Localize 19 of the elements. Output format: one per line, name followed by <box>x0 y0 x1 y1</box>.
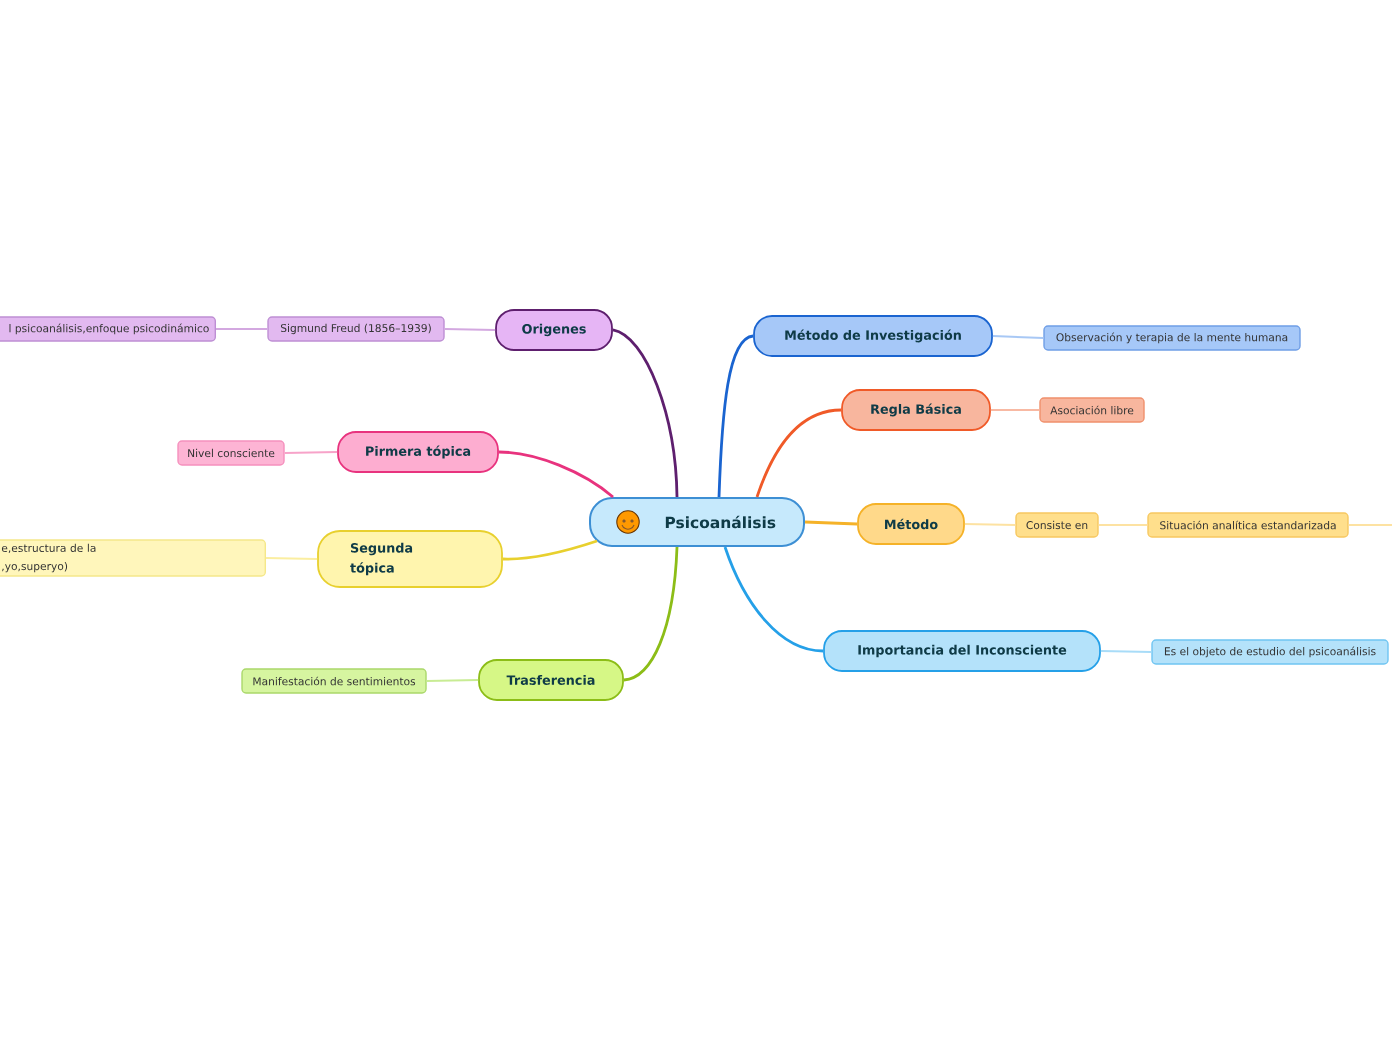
connector-line <box>963 523 1017 526</box>
connector-line <box>265 557 319 560</box>
connector-line <box>755 408 842 498</box>
connector-line <box>283 451 339 454</box>
connector-line <box>1099 650 1153 653</box>
connector-line <box>425 679 480 682</box>
connector-line <box>612 328 679 498</box>
connector-line <box>1097 524 1149 526</box>
connector-line <box>443 328 497 331</box>
connector-line <box>1347 524 1392 526</box>
connector-line <box>989 409 1041 411</box>
connector-line <box>502 539 598 561</box>
connector-line <box>804 520 858 526</box>
connector-line <box>623 546 679 682</box>
connector-line <box>723 546 824 653</box>
connector-line <box>717 334 754 498</box>
connector-line <box>215 328 269 330</box>
connector-line <box>498 450 614 499</box>
connector-line <box>991 335 1045 339</box>
